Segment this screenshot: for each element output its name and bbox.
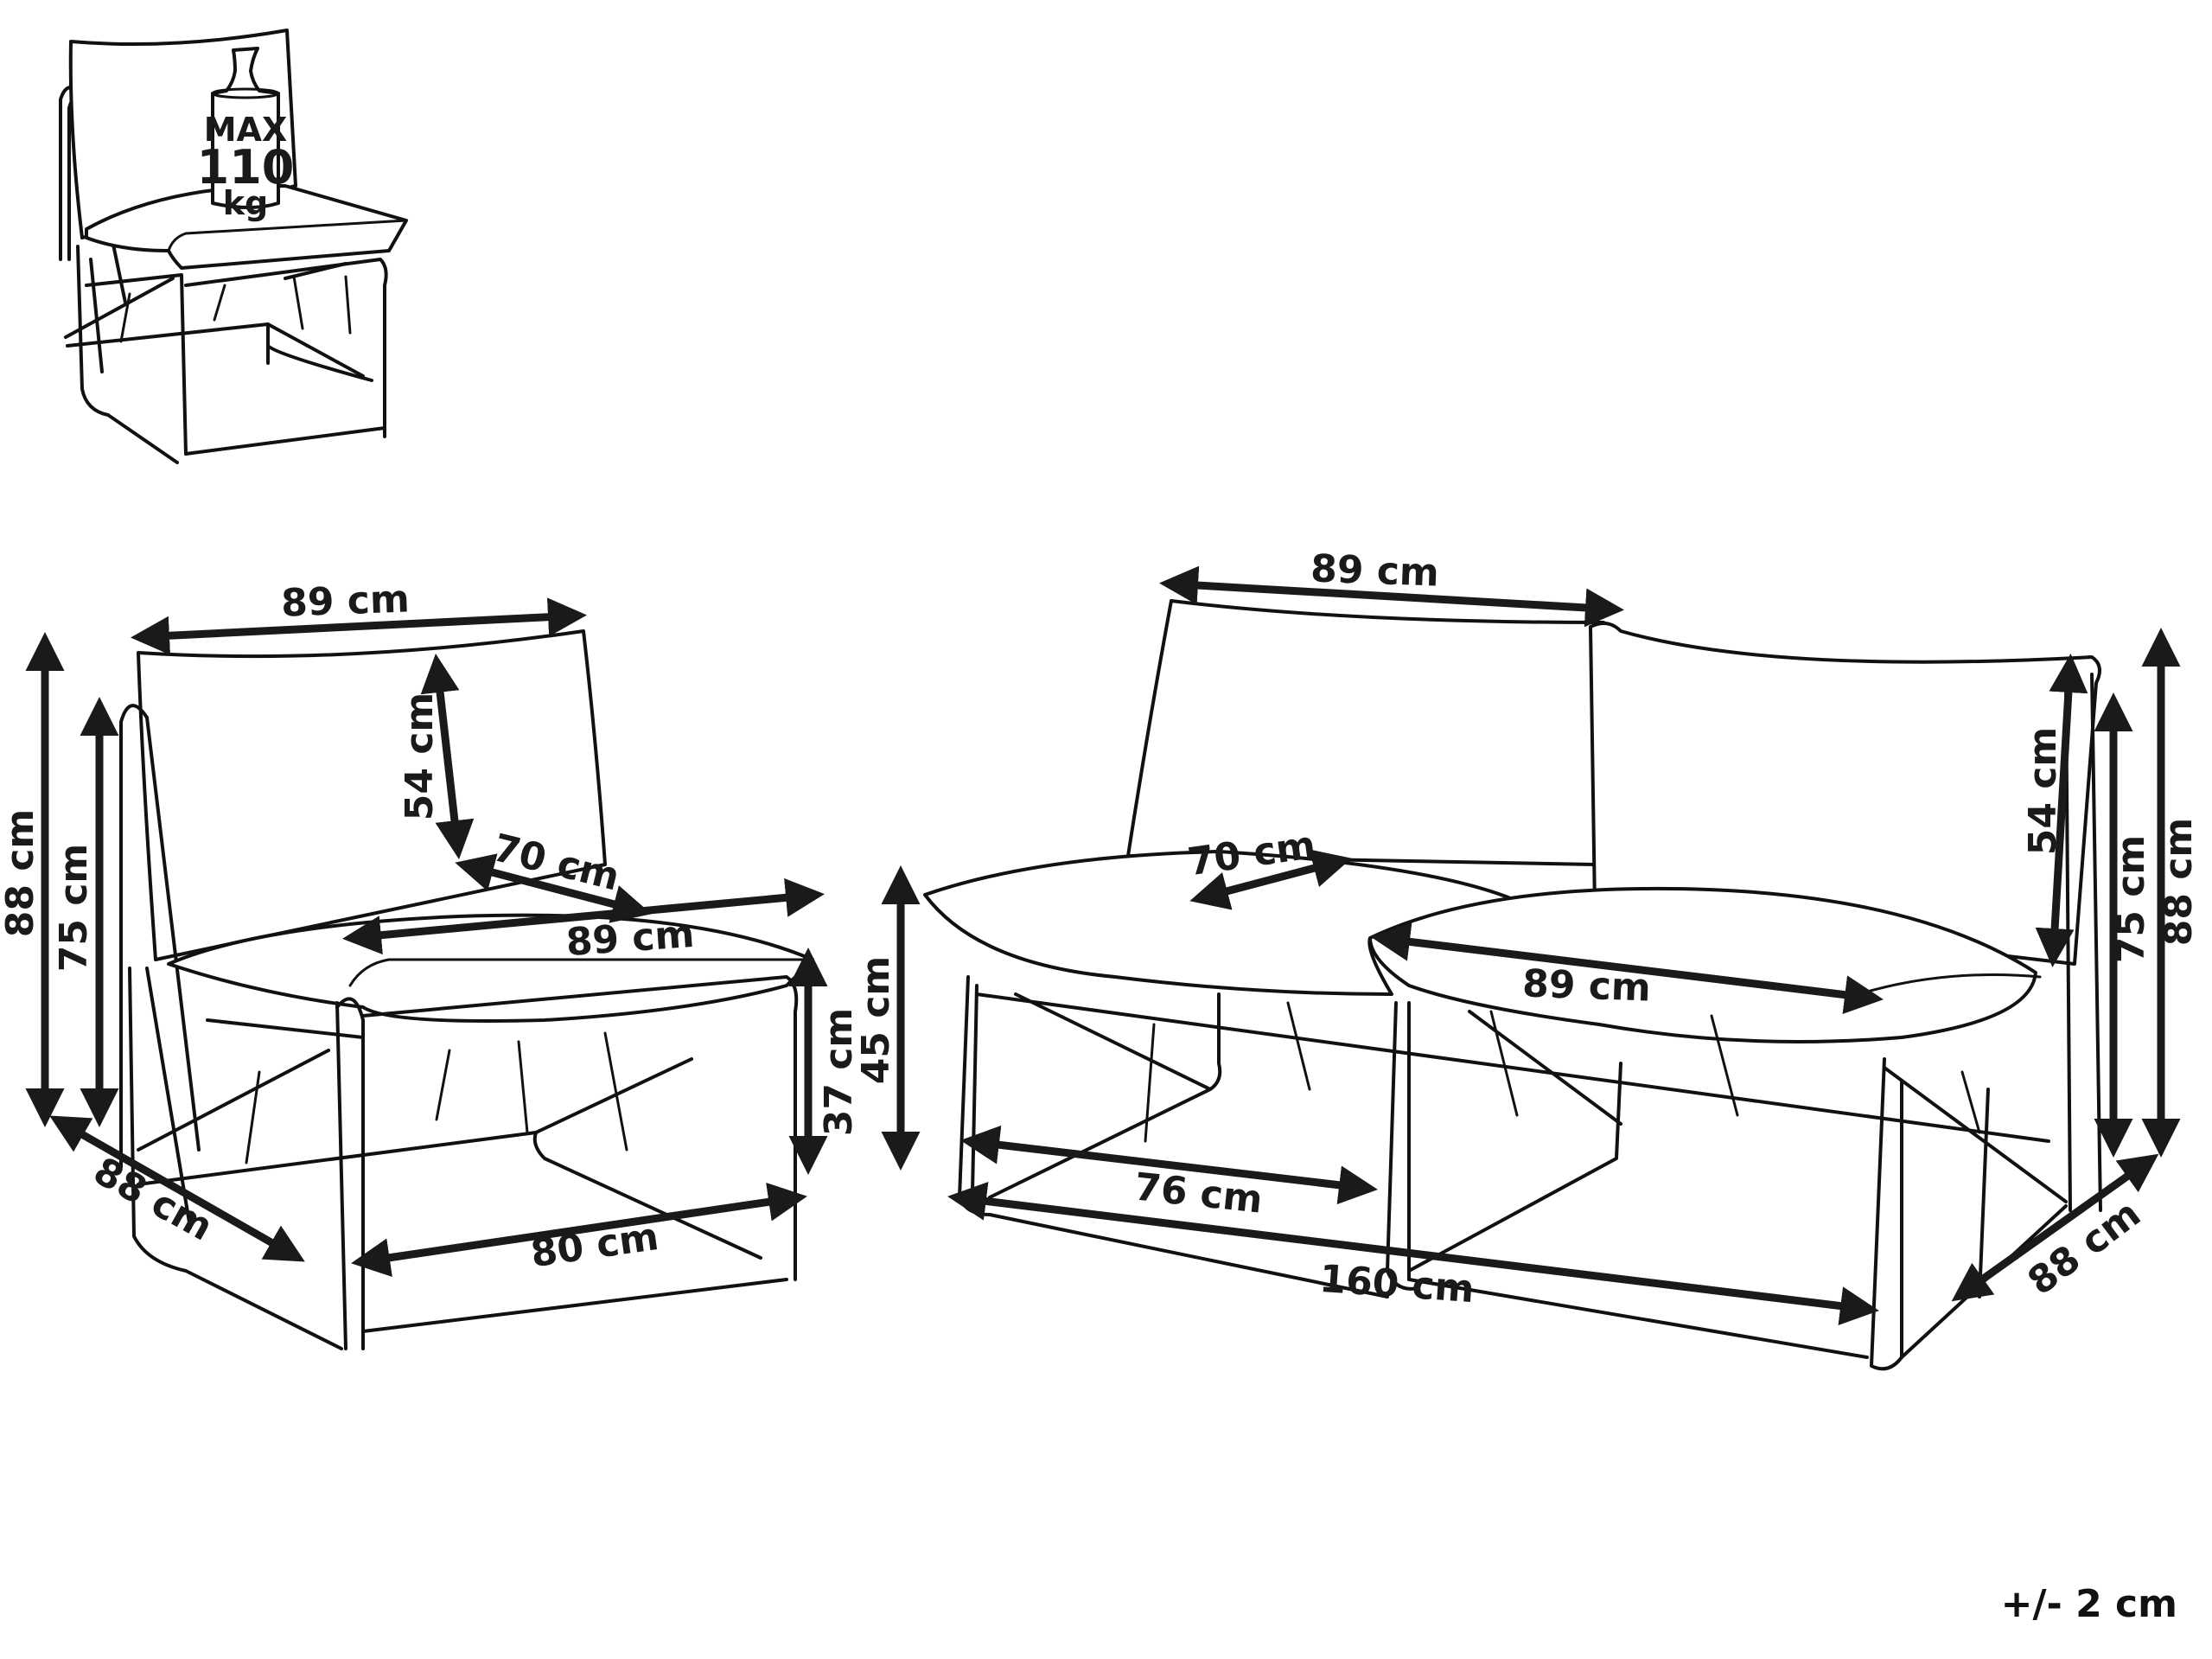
chair-seat-height-label: 37 cm xyxy=(817,1008,861,1136)
sofa-total-width-label: 160 cm xyxy=(1318,1257,1476,1311)
chair-dimension-arrows xyxy=(25,597,828,1278)
chair-total-height-label: 88 cm xyxy=(0,809,42,937)
weight-icon: MAX 110 kg xyxy=(197,47,295,222)
sofa-back-height-label: 75 cm xyxy=(2109,835,2153,963)
weight-unit: kg xyxy=(223,184,268,222)
sofa-seat-height-label: 45 cm xyxy=(854,956,898,1084)
sofa-backrest-width-label: 89 cm xyxy=(1310,546,1439,595)
weight-max-label: MAX xyxy=(204,111,288,149)
chair-weight-illustration xyxy=(59,29,408,464)
sofa-dimension-arrows xyxy=(881,565,2181,1325)
sofa-seat-width-label: 89 cm xyxy=(1521,961,1651,1010)
sofa-dimension-illustration xyxy=(923,599,2102,1371)
sofa-backrest-height-label: 54 cm xyxy=(2021,727,2065,855)
chair-back-height-label: 75 cm xyxy=(52,844,96,972)
sofa-total-height-label: 88 cm xyxy=(2157,818,2201,946)
chair-backrest-height-label: 54 cm xyxy=(398,692,442,820)
weight-value: 110 xyxy=(197,140,295,195)
chair-dimension-illustration xyxy=(119,629,814,1350)
chair-backrest-width-label: 89 cm xyxy=(280,577,410,625)
chair-width-label: 80 cm xyxy=(528,1215,661,1276)
tolerance-note: +/- 2 cm xyxy=(2000,1582,2177,1626)
chair-depth-label: 88 cm xyxy=(86,1149,220,1250)
chair-seat-width-label: 89 cm xyxy=(564,912,696,965)
